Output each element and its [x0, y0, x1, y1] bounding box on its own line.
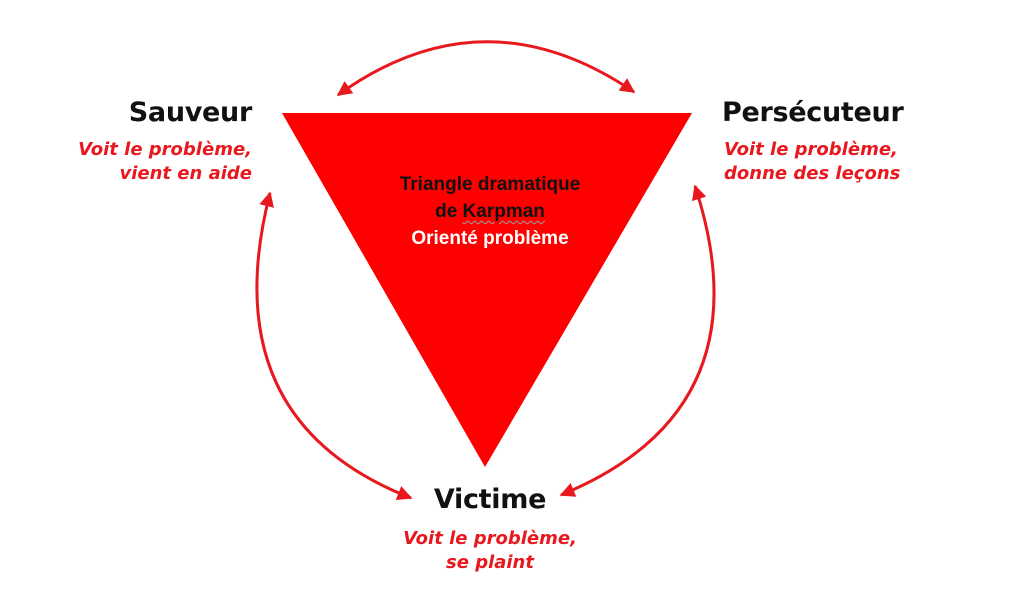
triangle-caption: Triangle dramatique de Karpman Orienté p… — [330, 171, 650, 252]
persecuteur-title: Persécuteur — [722, 97, 904, 128]
persecuteur-description: Voit le problème, donne des leçons — [724, 138, 900, 186]
arrow-persecuteur-victime — [559, 184, 716, 497]
arrow-sauveur-persecuteur — [336, 40, 636, 97]
caption-line-2-prefix: de — [435, 201, 463, 222]
victime-desc-line2: se plaint — [446, 552, 534, 573]
caption-line-1: Triangle dramatique — [399, 174, 581, 195]
victime-desc-line1: Voit le problème, — [403, 528, 577, 549]
sauveur-title: Sauveur — [128, 97, 253, 128]
sauveur-desc-line2: vient en aide — [119, 163, 253, 184]
sauveur-description: Voit le problème, vient en aide — [78, 138, 252, 186]
caption-line-2: de Karpman — [330, 198, 650, 225]
victime-description: Voit le problème, se plaint — [330, 527, 650, 575]
sauveur-desc-line1: Voit le problème, — [78, 139, 252, 160]
victime-title: Victime — [433, 484, 547, 515]
persecuteur-desc-line2: donne des leçons — [724, 163, 901, 184]
caption-karpman-word: Karpman — [462, 201, 545, 222]
persecuteur-desc-line1: Voit le problème, — [724, 139, 898, 160]
caption-line-3: Orienté problème — [411, 228, 569, 249]
drama-triangle — [282, 113, 692, 467]
arrow-sauveur-victime — [255, 191, 413, 501]
